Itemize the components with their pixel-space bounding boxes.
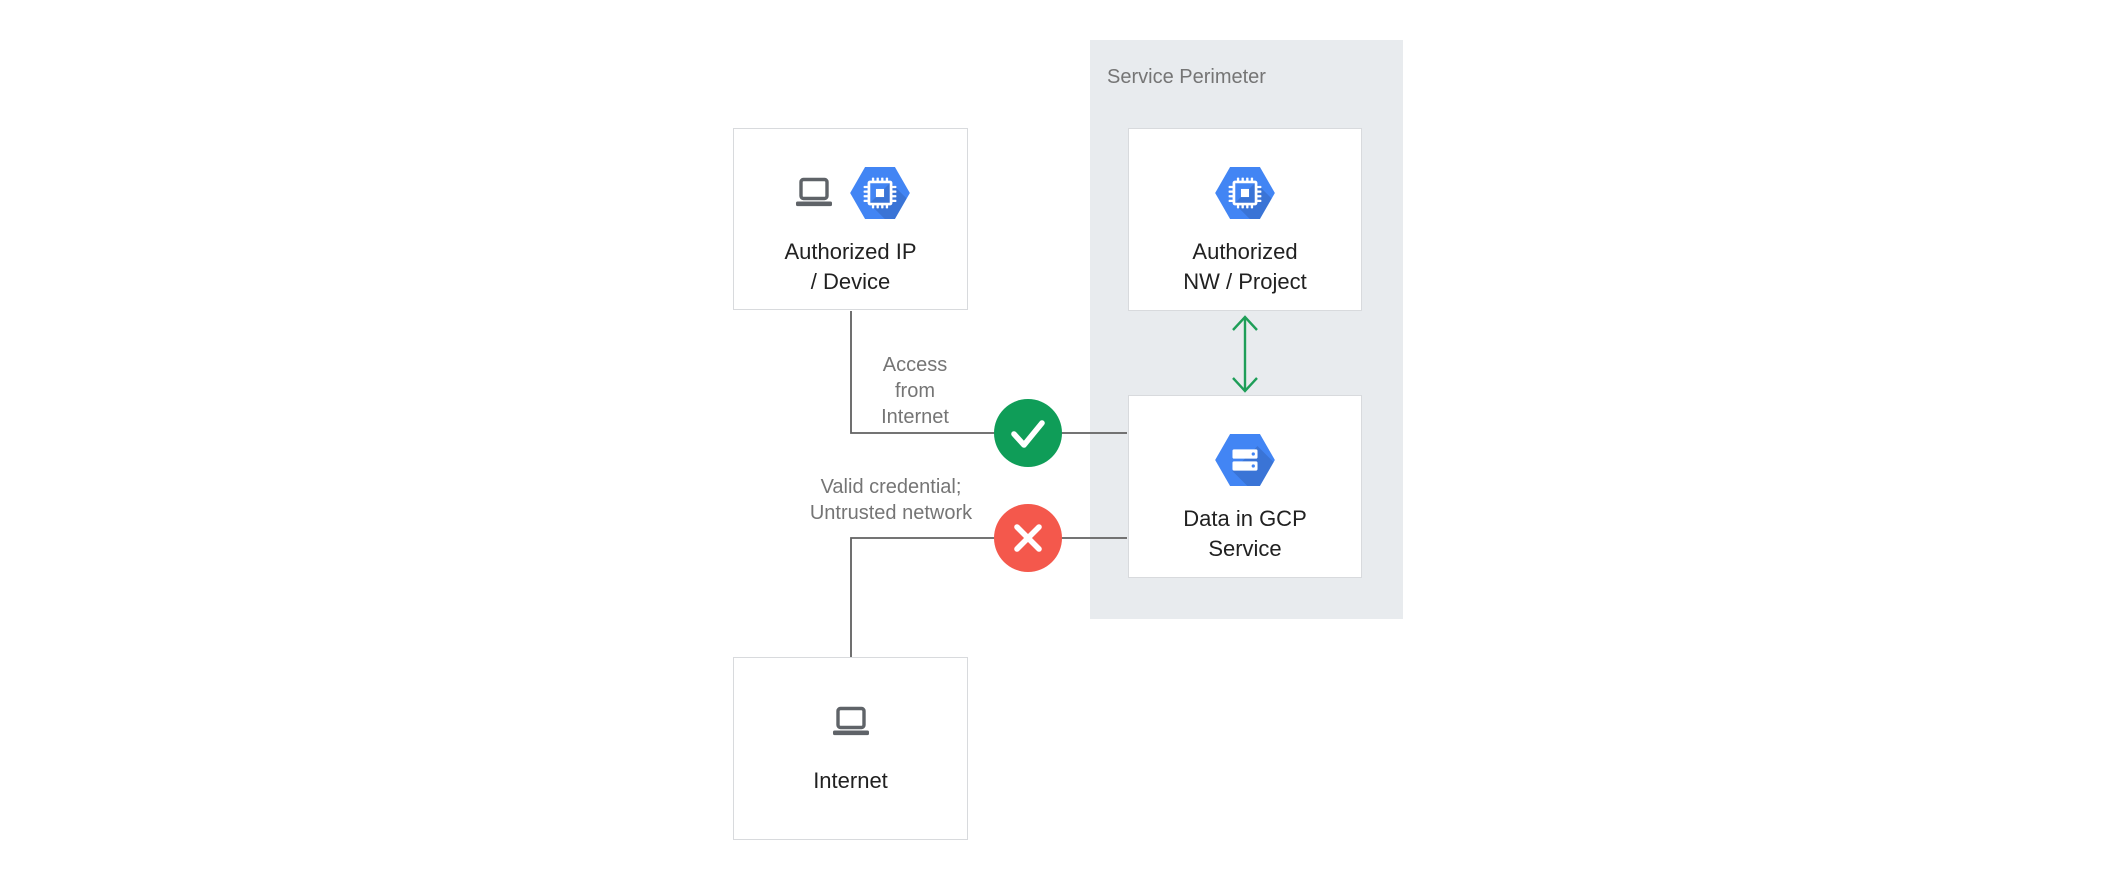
node-icon-row — [829, 696, 873, 748]
label-line: Service — [1208, 536, 1282, 561]
edge-label-valid-credential-untrusted-network: Valid credential; Untrusted network — [771, 474, 1011, 526]
label-line: Authorized IP — [784, 239, 917, 264]
node-icon-row — [1215, 434, 1275, 486]
label-line: NW / Project — [1183, 269, 1307, 294]
allowed-status-badge — [994, 399, 1062, 467]
node-icon-row — [1215, 167, 1275, 219]
node-label-authorized-ip-device: Authorized IP / Device — [784, 237, 916, 297]
laptop-icon — [832, 706, 869, 736]
node-internet: Internet — [733, 657, 968, 840]
service-perimeter-label: Service Perimeter — [1107, 66, 1266, 88]
label-line: from — [895, 380, 935, 402]
compute-engine-hexagon-icon — [849, 167, 910, 219]
node-label-data-in-gcp-service: Data in GCP Service — [1183, 504, 1307, 564]
label-line: Internet — [881, 406, 949, 428]
node-authorized-ip-device: Authorized IP / Device — [733, 128, 968, 310]
label-line: Untrusted network — [809, 502, 973, 524]
label-line: Valid credential; — [820, 476, 962, 498]
label-line: Data in GCP — [1183, 506, 1307, 531]
check-icon — [1011, 420, 1045, 448]
label-line: Access — [882, 354, 948, 376]
cross-icon — [1014, 524, 1042, 552]
node-icon-row — [792, 167, 910, 219]
node-data-in-gcp-service: Data in GCP Service — [1128, 395, 1362, 578]
laptop-icon — [795, 177, 832, 207]
label-line: / Device — [810, 269, 891, 294]
label-line: Internet — [813, 768, 888, 793]
node-authorized-nw-project: Authorized NW / Project — [1128, 128, 1362, 311]
edge-untrusted-network-line — [850, 537, 1127, 658]
compute-engine-hexagon-icon — [1215, 167, 1275, 219]
node-label-authorized-nw-project: Authorized NW / Project — [1183, 237, 1306, 297]
edge-label-access-from-internet: Access from Internet — [853, 352, 977, 430]
storage-hexagon-icon — [1215, 434, 1275, 486]
denied-status-badge — [994, 504, 1062, 572]
node-label-internet: Internet — [813, 766, 888, 796]
label-line: Authorized — [1192, 239, 1298, 264]
